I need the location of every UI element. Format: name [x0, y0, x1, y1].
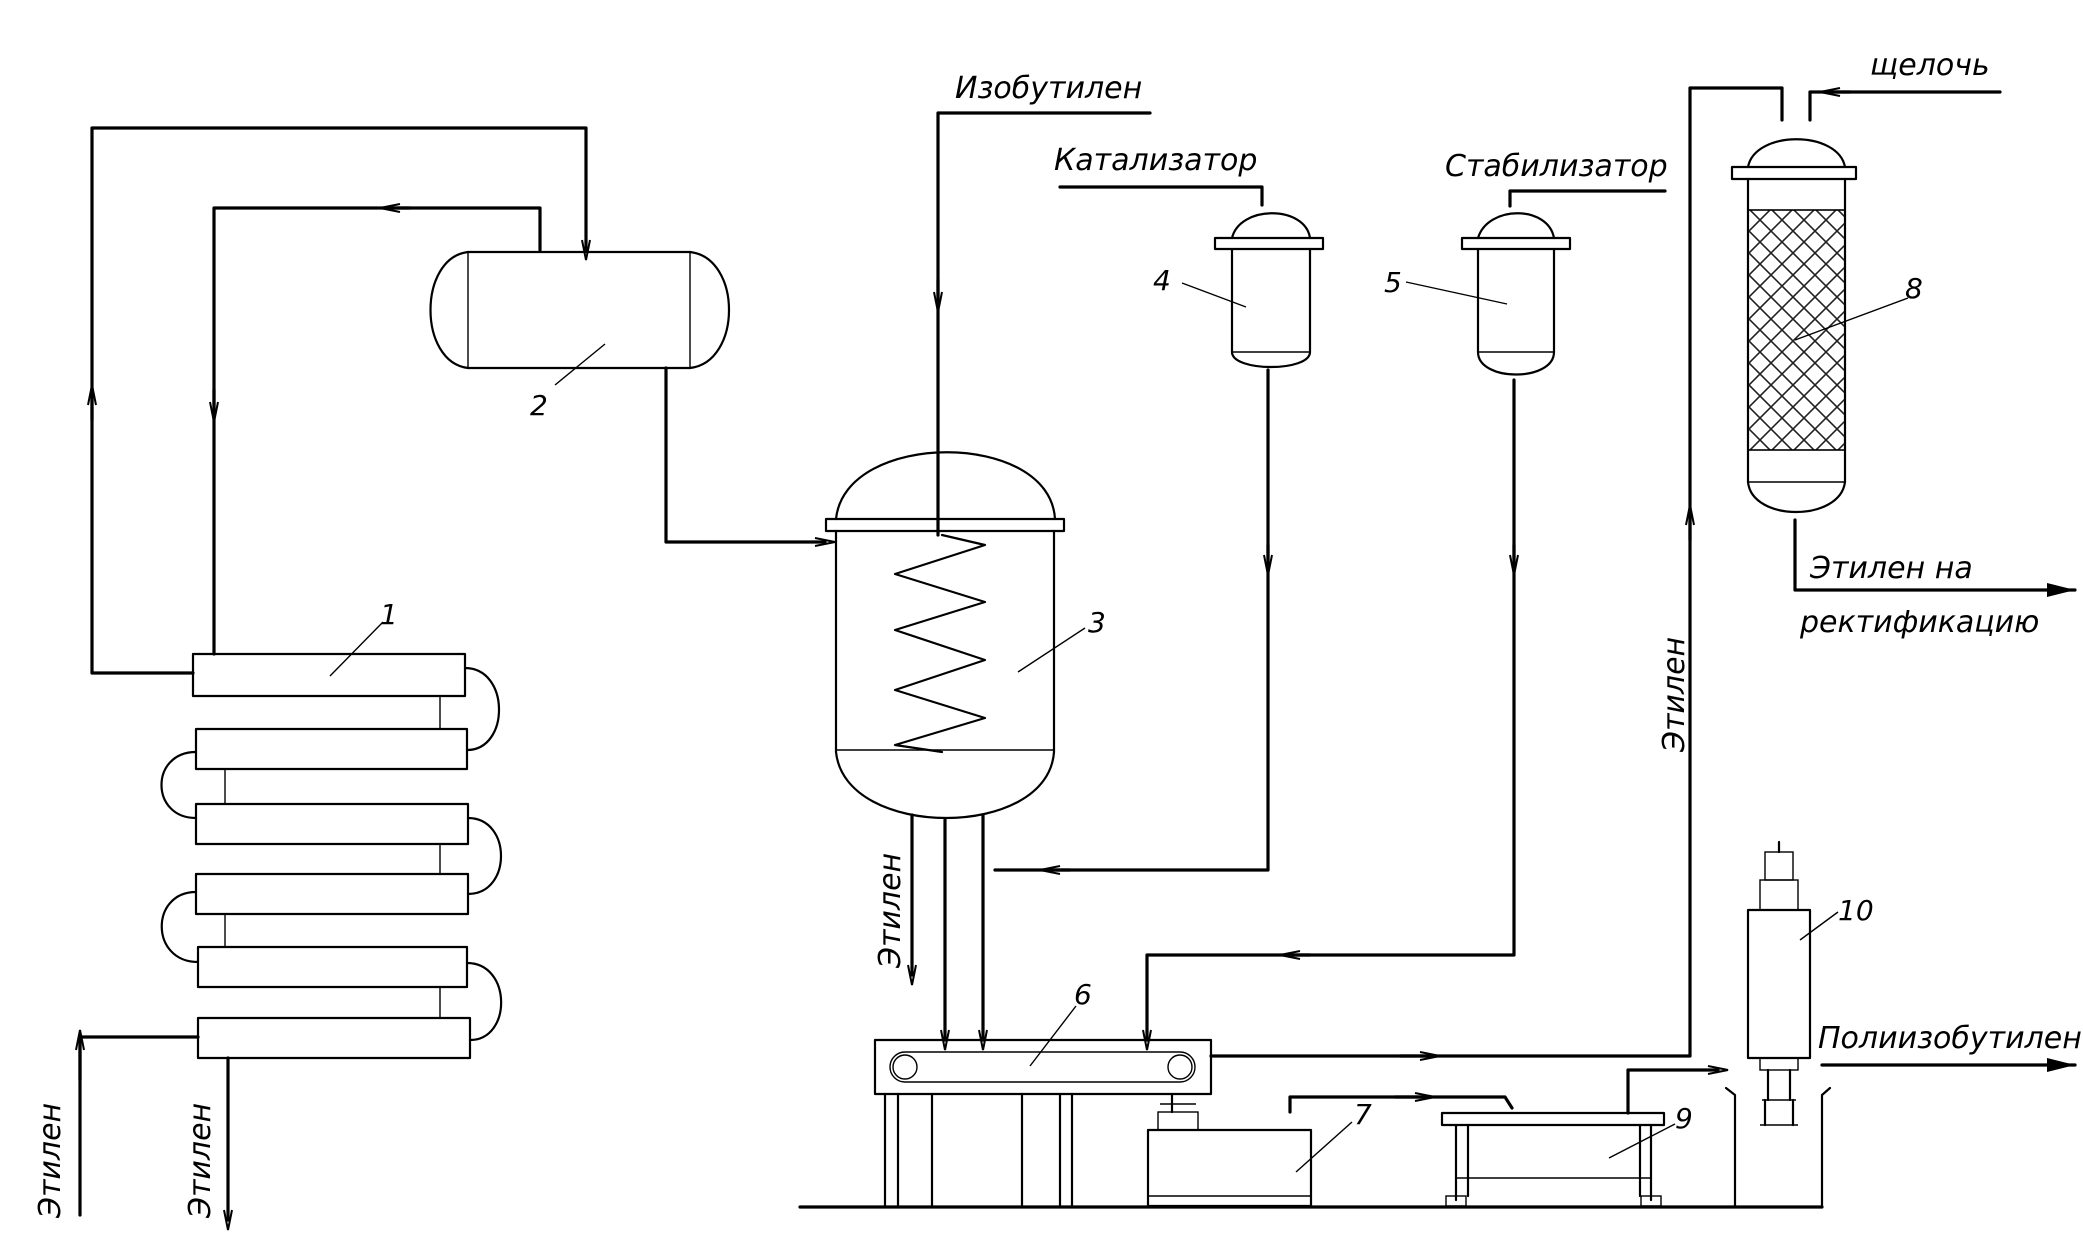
leader-3	[1017, 627, 1086, 673]
heat-exchanger-1	[160, 652, 503, 1060]
item-number-9: 9	[1675, 1102, 1693, 1135]
leader-10	[1799, 911, 1839, 941]
packed-column-8	[1730, 138, 1858, 513]
belt-polymerizer-6	[873, 1038, 1213, 1209]
dryer-9	[1440, 1111, 1666, 1207]
label-ethylene-out: Этилен	[183, 1103, 218, 1219]
label-ethylene-reactor: Этилен	[873, 853, 908, 969]
item-number-2: 2	[530, 389, 548, 422]
leader-2	[554, 343, 606, 386]
separator-vessel-2	[429, 250, 730, 370]
reactor-3	[824, 451, 1066, 820]
label-ethylene-rising: Этилен	[1657, 637, 1692, 753]
leader-7	[1295, 1121, 1353, 1173]
item-number-7: 7	[1354, 1098, 1372, 1131]
label-alkali: щелочь	[1870, 48, 1990, 83]
item-number-10: 10	[1838, 894, 1874, 927]
leader-1	[329, 621, 384, 677]
label-isobutylene: Изобутилен	[955, 71, 1142, 106]
label-ethylene-to-rect-1: Этилен на	[1809, 551, 1973, 586]
item-number-3: 3	[1088, 606, 1106, 639]
item-number-6: 6	[1074, 978, 1092, 1011]
washer-7	[1146, 1092, 1313, 1208]
leader-6	[1029, 1005, 1077, 1067]
label-catalyst: Катализатор	[1054, 143, 1257, 178]
catalyst-vessel-4	[1213, 212, 1325, 368]
label-stabilizer: Стабилизатор	[1445, 149, 1668, 184]
item-number-1: 1	[380, 598, 398, 631]
leader-4	[1181, 282, 1247, 308]
leader-8	[1794, 297, 1909, 341]
label-polyisobutylene: Полиизобутилен	[1818, 1021, 2082, 1056]
stabilizer-vessel-5	[1460, 212, 1572, 376]
leader-9	[1608, 1123, 1676, 1159]
leader-5	[1405, 281, 1508, 305]
piping	[75, 86, 2077, 1231]
label-ethylene-in: Этилен	[33, 1103, 68, 1219]
label-ethylene-to-rect-2: ректификацию	[1799, 605, 2039, 640]
item-number-4: 4	[1153, 264, 1171, 297]
item-number-5: 5	[1384, 266, 1402, 299]
extruder-10	[1724, 840, 1832, 1209]
item-number-8: 8	[1905, 272, 1923, 305]
